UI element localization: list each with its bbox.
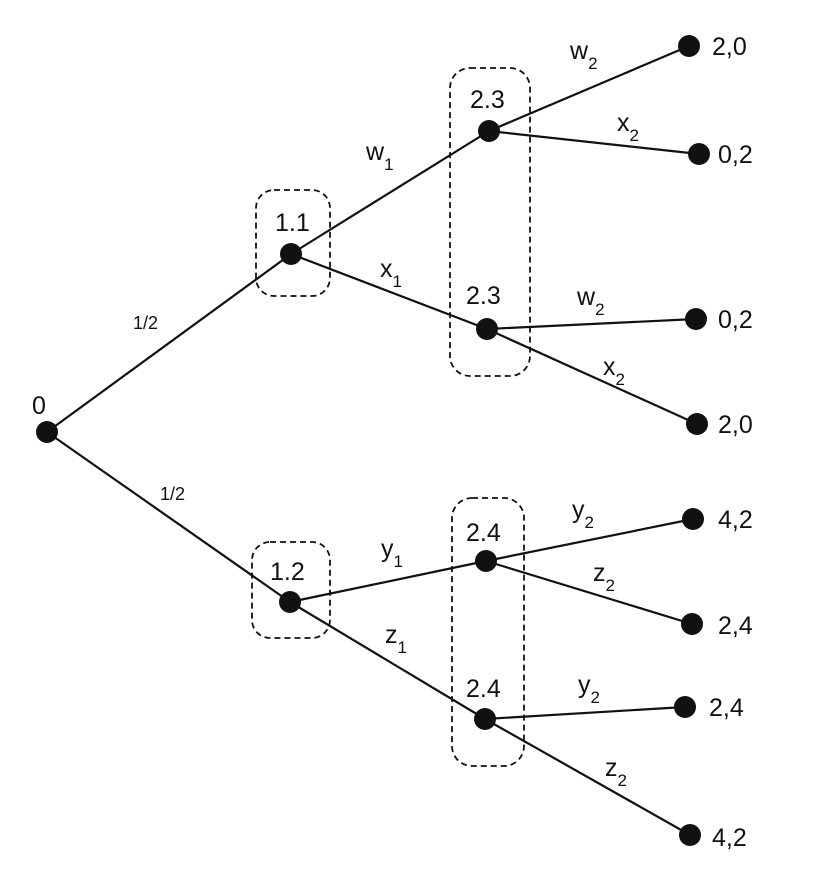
node-label-2-4-lower: 2.4 (466, 675, 501, 703)
node-2-3-upper (478, 120, 500, 142)
edge-chance-upper (46, 253, 292, 433)
information-set-1-1 (255, 189, 331, 297)
edge-z2-lower (484, 718, 691, 836)
payoff-7: 2,4 (709, 694, 744, 722)
node-2-3-lower (476, 318, 498, 340)
terminal-node-6 (681, 613, 703, 635)
edge-w2-upper (488, 44, 690, 133)
move-label-z1: z1 (385, 621, 407, 657)
move-label-y2-lower: y2 (578, 671, 600, 707)
move-label-z2-lower: z2 (605, 754, 627, 790)
edge-w1 (290, 130, 490, 255)
edge-x1 (290, 252, 488, 331)
probability-lower: 1/2 (160, 484, 185, 504)
node-label-1-1: 1.1 (275, 209, 310, 237)
move-label-y2-upper: y2 (572, 496, 594, 532)
move-label-x1: x1 (380, 255, 402, 291)
move-label-x2-upper: x2 (617, 109, 639, 145)
information-set-2-4 (451, 497, 525, 767)
terminal-node-5 (682, 508, 704, 530)
move-label-w1: w1 (365, 138, 394, 174)
edge-z1 (289, 601, 486, 720)
terminal-node-8 (679, 824, 701, 846)
payoff-6: 2,4 (718, 612, 753, 640)
terminal-node-2 (688, 143, 710, 165)
probability-upper: 1/2 (133, 313, 158, 333)
node-label-2-3-lower: 2.3 (466, 282, 501, 310)
information-set-2-3 (449, 67, 531, 377)
node-label-2-3-upper: 2.3 (470, 86, 505, 114)
edge-y2-upper (485, 517, 694, 563)
payoff-1: 2,0 (712, 33, 747, 61)
edge-w2-lower (486, 317, 697, 331)
root-node (36, 421, 58, 443)
edge-z2-upper (485, 559, 693, 626)
root-label: 0 (32, 392, 46, 420)
terminal-node-1 (678, 35, 700, 57)
payoff-8: 4,2 (712, 824, 747, 852)
payoff-5: 4,2 (718, 506, 753, 534)
move-label-w2-upper: w2 (569, 37, 598, 73)
move-label-x2-lower: x2 (603, 353, 625, 389)
edge-x2-lower (486, 327, 698, 426)
payoff-4: 2,0 (718, 411, 753, 439)
node-1-2 (279, 591, 301, 613)
terminal-node-4 (686, 413, 708, 435)
edge-chance-lower (46, 431, 291, 603)
node-label-1-2: 1.2 (270, 558, 305, 586)
move-label-z2-upper: z2 (593, 559, 615, 595)
node-1-1 (280, 243, 302, 265)
payoff-2: 0,2 (718, 141, 753, 169)
terminal-node-7 (674, 696, 696, 718)
edge-y1 (289, 559, 487, 604)
node-2-4-upper (475, 550, 497, 572)
move-label-w2-lower: w2 (576, 283, 605, 319)
edge-x2-upper (488, 129, 700, 156)
payoff-3: 0,2 (718, 306, 753, 334)
information-set-1-2 (251, 541, 331, 639)
node-label-2-4-upper: 2.4 (466, 519, 501, 547)
move-label-y1: y1 (381, 535, 403, 571)
terminal-node-3 (685, 308, 707, 330)
edge-y2-lower (484, 705, 686, 721)
node-2-4-lower (474, 708, 496, 730)
